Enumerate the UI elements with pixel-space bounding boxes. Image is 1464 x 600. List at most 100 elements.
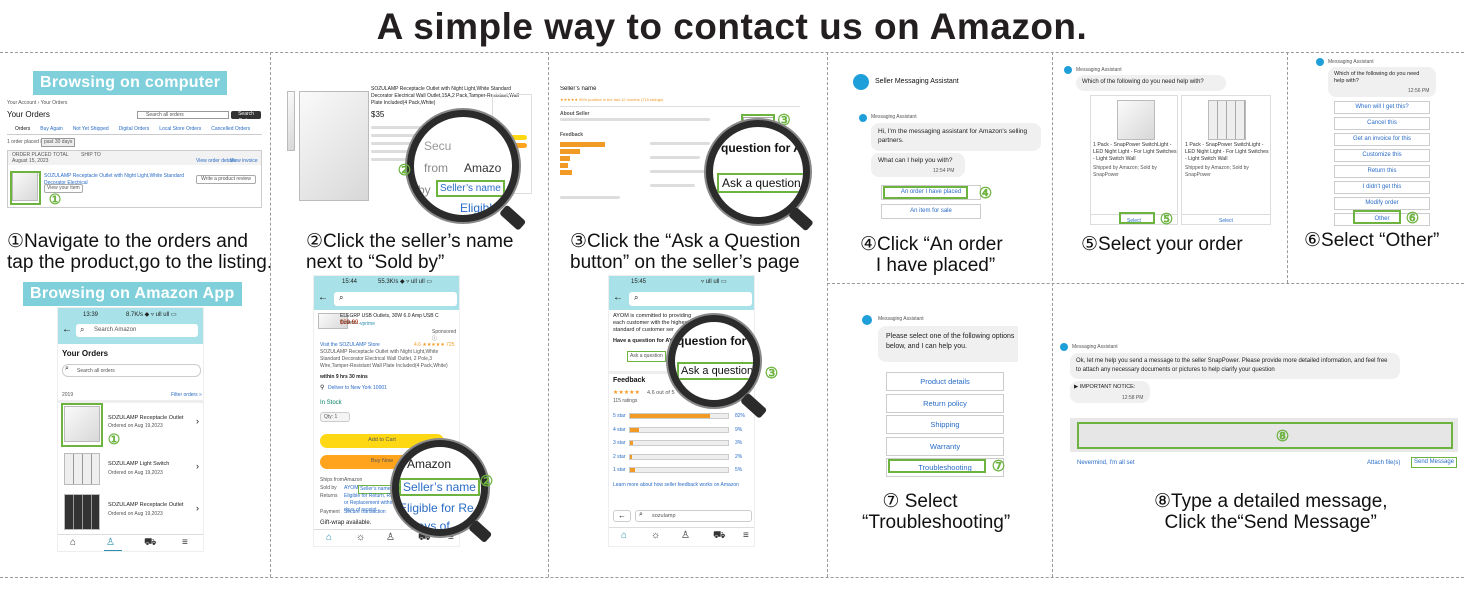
tab-orders[interactable]: Orders	[15, 126, 31, 132]
cart-icon[interactable]: ⛟	[144, 537, 157, 548]
sold-by-link[interactable]: AYOM	[344, 485, 359, 491]
option-item[interactable]: Product details	[886, 372, 1004, 391]
add-to-cart-button[interactable]	[497, 135, 527, 140]
feedback-bar	[560, 163, 568, 168]
search-orders-button[interactable]: Search Orders	[231, 111, 261, 124]
tab-cancelled[interactable]: Cancelled Orders	[211, 126, 251, 132]
home-icon[interactable]: ⌂	[70, 537, 77, 548]
range-select[interactable]: past 30 days	[41, 138, 76, 147]
option-item[interactable]: Warranty	[886, 436, 1004, 456]
select-button[interactable]: Select	[1091, 214, 1177, 225]
cart-icon[interactable]: ⛟	[418, 532, 431, 543]
ask-question-button[interactable]: Ask a question	[717, 173, 803, 193]
ad-title[interactable]: ELEGRP USB Outlets, 30W 6.0 Amp USB C Ou…	[340, 313, 439, 326]
attach-files-link[interactable]: Attach file(s)	[1367, 460, 1401, 466]
option-item[interactable]: Cancel this	[1334, 117, 1430, 130]
bulb-icon[interactable]: ☼	[651, 530, 661, 541]
thumbnail-strip[interactable]	[287, 91, 295, 151]
order-item-name[interactable]: SOZULAMP Light Switch	[108, 461, 170, 467]
option-item[interactable]: When will I get this?	[1334, 101, 1430, 114]
menu-icon[interactable]: ≡	[743, 530, 749, 541]
bulb-icon[interactable]: ☼	[356, 532, 366, 543]
ad-thumbnail[interactable]	[318, 313, 348, 329]
account-icon[interactable]: ♙	[106, 537, 115, 548]
option-item[interactable]: Customize this	[1334, 149, 1430, 162]
product-thumbnail[interactable]	[64, 406, 100, 442]
breadcrumb[interactable]: Your Account › Your Orders	[7, 100, 68, 106]
cart-icon[interactable]: ⛟	[713, 530, 726, 541]
app-search-input[interactable]: Search Amazon	[76, 324, 198, 337]
tab-not-shipped[interactable]: Not Yet Shipped	[72, 126, 109, 132]
back-arrow-icon[interactable]: ←	[318, 292, 328, 303]
seller-name-link[interactable]: Seller’s name	[399, 478, 480, 496]
app-search-input[interactable]	[629, 292, 752, 306]
star-label[interactable]: 5 star	[613, 413, 626, 419]
star-bar-fill	[630, 454, 632, 459]
filter-orders-link[interactable]: Filter orders »	[171, 392, 202, 398]
learn-more-link[interactable]: Learn more about how seller feedback wor…	[613, 482, 739, 488]
chevron-right-icon[interactable]: ›	[196, 503, 199, 513]
ask-question-button[interactable]: Ask a question	[627, 351, 666, 362]
app-search-orders-input[interactable]: Search all orders	[62, 364, 201, 377]
home-icon[interactable]: ⌂	[621, 530, 628, 541]
message-input[interactable]	[1077, 422, 1453, 449]
star-label[interactable]: 4 star	[613, 426, 626, 433]
order-item-name[interactable]: SOZULAMP Receptacle Outlet	[108, 502, 184, 508]
home-icon[interactable]: ⌂	[326, 532, 333, 543]
divider	[58, 400, 203, 403]
payment-link[interactable]: Secure transaction	[344, 509, 386, 515]
back-arrow-icon[interactable]: ←	[62, 324, 72, 335]
menu-icon[interactable]: ≡	[448, 532, 454, 543]
send-message-button[interactable]: Send Message	[1411, 457, 1458, 468]
rating-stars: ★★★★★	[613, 390, 640, 396]
store-link[interactable]: Visit the SOZULAMP Store	[320, 342, 380, 348]
app-search-input[interactable]: sozulamp	[635, 510, 752, 522]
option-an-order[interactable]: An order I have placed	[881, 185, 981, 200]
nevermind-link[interactable]: Nevermind, I'm all set	[1077, 460, 1135, 466]
write-review-button[interactable]: Write a product review	[196, 175, 256, 184]
status-time: 13:39	[83, 312, 99, 318]
select-button[interactable]: Select	[1182, 214, 1270, 225]
star-bar	[629, 453, 729, 460]
product-thumbnail[interactable]	[64, 494, 100, 530]
option-item-for-sale[interactable]: An item for sale	[881, 204, 981, 219]
product-thumbnail[interactable]	[64, 453, 100, 485]
rating: 4.6 ★★★★★ 725	[414, 342, 455, 348]
option-item[interactable]: Get an invoice for this	[1334, 133, 1430, 146]
star-label[interactable]: 3 star	[613, 440, 626, 446]
add-to-cart-button[interactable]: Add to Cart	[320, 434, 444, 448]
order-item-name[interactable]: SOZULAMP Receptacle Outlet	[108, 415, 184, 421]
seller-name-link[interactable]: Seller’s name	[436, 180, 505, 197]
account-icon[interactable]: ♙	[681, 530, 690, 541]
chevron-right-icon[interactable]: ›	[196, 416, 199, 426]
deliver-to-link[interactable]: Deliver to New York 10001	[328, 385, 387, 391]
option-item[interactable]: Return this	[1334, 165, 1430, 178]
orders-search-input[interactable]: Search all orders	[137, 111, 229, 119]
back-arrow-icon[interactable]: ←	[613, 510, 631, 522]
chevron-right-icon[interactable]: ›	[196, 461, 199, 471]
step-number: ⑤	[1081, 234, 1099, 255]
option-item[interactable]: Shipping	[886, 415, 1004, 434]
tab-local-store[interactable]: Local Store Orders	[159, 126, 202, 132]
account-icon[interactable]: ♙	[386, 532, 395, 543]
menu-icon[interactable]: ≡	[182, 537, 188, 548]
quantity-select[interactable]: Qty: 1	[320, 412, 350, 422]
view-invoice-link[interactable]: View invoice	[230, 158, 258, 164]
returns-link[interactable]: Eligible for Return, Refund or Replaceme…	[344, 493, 403, 513]
seller-name-link[interactable]: Seller’s name	[358, 485, 393, 494]
ask-question-button[interactable]: Ask a question	[677, 362, 753, 380]
view-order-details-link[interactable]: View order details	[196, 158, 236, 164]
tab-buy-again[interactable]: Buy Again	[40, 126, 63, 132]
tab-digital[interactable]: Digital Orders	[118, 126, 150, 132]
product-link[interactable]: SOZULAMP Receptacle Outlet with Night Li…	[44, 173, 184, 186]
star-label[interactable]: 2 star	[613, 453, 626, 460]
text-line	[371, 150, 421, 153]
app-search-input[interactable]	[334, 292, 457, 306]
back-arrow-icon[interactable]: ←	[613, 292, 623, 303]
step-number: ②	[306, 231, 324, 252]
view-item-button[interactable]: View your item	[44, 184, 83, 193]
option-item[interactable]: Modify order	[1334, 197, 1430, 210]
option-item[interactable]: I didn't get this	[1334, 181, 1430, 194]
option-item[interactable]: Return policy	[886, 393, 1004, 413]
star-label[interactable]: 1 star	[613, 467, 626, 473]
